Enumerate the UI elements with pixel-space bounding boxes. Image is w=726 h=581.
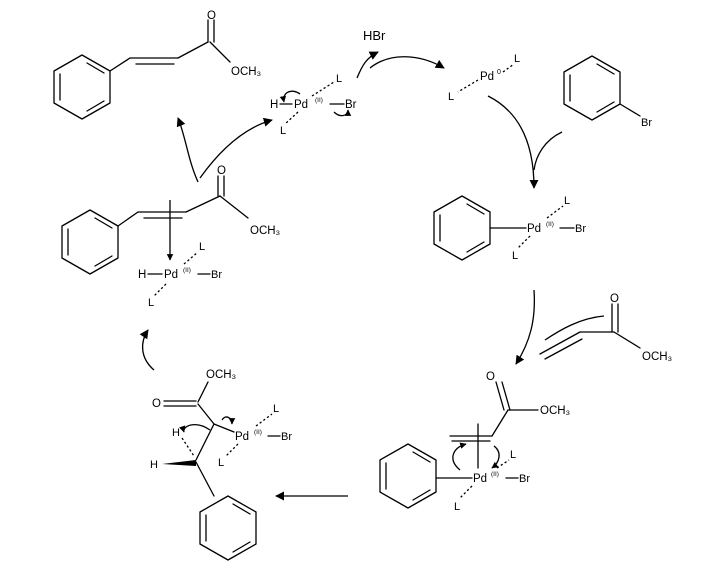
pd-label: Pd [294, 99, 308, 111]
methoxy-label: OCH₃ [250, 225, 281, 237]
pd-oxidation-state: (II) [546, 221, 554, 228]
ligand-l-label: L [199, 241, 205, 253]
pd-oxidation-state: (II) [315, 97, 323, 104]
pd0-label: Pd [480, 71, 494, 83]
pd-oxidation-state: (II) [254, 429, 262, 436]
alkene-coordination-arrow [515, 289, 536, 365]
methoxy-label: OCH₃ [540, 405, 571, 417]
benzene-ring [433, 195, 491, 261]
regeneration-arrow [369, 56, 445, 69]
bromide-label: Br [345, 99, 357, 111]
carbonyl-oxygen-label: O [486, 371, 495, 383]
ligand-l-label: L [273, 403, 279, 415]
curved-electron-arrow [221, 416, 236, 425]
pd-label: Pd [164, 269, 178, 281]
product-release-arrow [176, 117, 199, 183]
ligand-l-label: L [514, 53, 520, 65]
benzene-ring [53, 54, 111, 120]
benzene-ring [199, 495, 257, 561]
hydridopalladium-bromide-top: H Pd (II) Br L L [270, 73, 357, 137]
product-palladium-hydride-complex: O OCH₃ H Pd (II) Br L L [61, 165, 281, 309]
curved-electron-arrow [179, 424, 211, 433]
hbr-byproduct-label: HBr [363, 28, 386, 43]
methyl-acrylate: O OCH₃ [539, 293, 673, 363]
curved-electron-arrow [333, 109, 352, 117]
pd-oxidation-state: (II) [491, 471, 499, 478]
carbonyl-oxygen-label: O [217, 165, 226, 177]
pd-label: Pd [527, 223, 541, 235]
pd-label: Pd [235, 431, 249, 443]
palladium-alkene-pi-complex: Pd (II) Br L L O OCH₃ [379, 371, 571, 513]
bromobenzene: Br [563, 55, 652, 129]
alkylpalladium-intermediate: OCH₃ O Pd (II) Br L L H H [150, 369, 292, 561]
methoxy-label: OCH₃ [206, 369, 237, 381]
ligand-l-label: L [218, 457, 224, 469]
bromine-label: Br [641, 117, 652, 129]
product-methyl-cinnamate: O OCH₃ [53, 10, 262, 120]
ligand-l-label: L [448, 91, 454, 103]
carbonyl-oxygen-label: O [207, 10, 216, 22]
bromide-label: Br [575, 223, 586, 235]
ligand-l-label: L [454, 501, 460, 513]
pd-hydride-release-arrow [199, 117, 273, 179]
phenylpalladium-bromide: Pd (II) Br L L [433, 195, 586, 262]
ligand-l-label: L [336, 73, 342, 85]
oxidative-addition-arrow [487, 95, 539, 189]
beta-hydride-elimination-arrow [139, 329, 155, 371]
hbr-elimination-arrow [356, 51, 379, 79]
bromide-label: Br [519, 473, 530, 485]
ligand-l-label: L [510, 449, 516, 461]
methoxy-label: OCH₃ [231, 66, 262, 78]
benzene-ring [563, 55, 621, 121]
benzene-ring [379, 443, 437, 509]
ligand-l-label: L [512, 250, 518, 262]
bromide-label: Br [281, 431, 292, 443]
carbonyl-oxygen-label: O [152, 398, 161, 410]
benzene-ring [61, 209, 119, 275]
palladium-zero-catalyst: Pd 0 L L [448, 53, 520, 103]
curved-electron-arrow [452, 442, 467, 471]
pd-oxidation-state: (II) [183, 267, 191, 274]
hydride-label: H [270, 99, 278, 111]
pd-label: Pd [473, 473, 487, 485]
hydrogen-label: H [172, 427, 180, 439]
bromide-label: Br [211, 269, 222, 281]
curved-electron-arrow [279, 90, 301, 103]
ligand-l-label: L [564, 195, 570, 207]
curved-electron-arrow [491, 445, 500, 469]
methoxy-label: OCH₃ [642, 351, 673, 363]
hydrogen-label: H [150, 459, 158, 471]
hydride-label: H [138, 269, 146, 281]
carbonyl-oxygen-label: O [610, 293, 619, 305]
alkene-entry-arrow [544, 315, 605, 341]
bromobenzene-entry-arrow [533, 131, 563, 171]
wedge-bond [162, 460, 196, 466]
ligand-l-label: L [148, 297, 154, 309]
pd0-oxidation-state: 0 [497, 69, 501, 76]
ligand-l-label: L [280, 125, 286, 137]
